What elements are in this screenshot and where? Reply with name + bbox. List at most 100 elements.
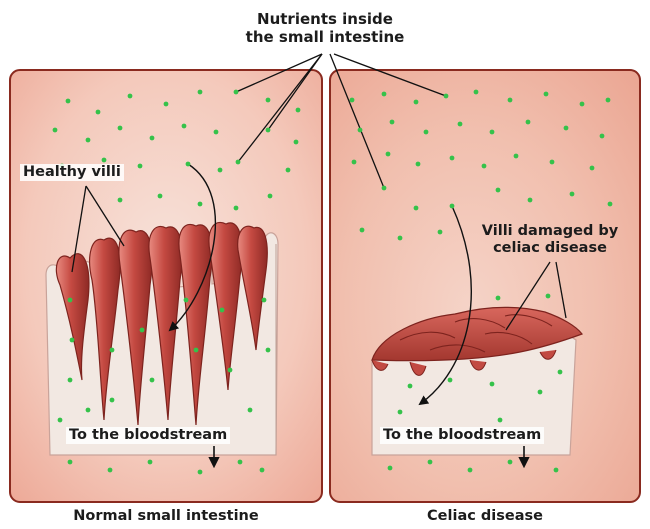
nutrient-dot [150,378,155,383]
nutrient-dot [450,204,455,209]
nutrient-dot [550,160,555,165]
nutrient-dot [234,90,239,95]
nutrient-dot [528,198,533,203]
bloodstream-label-left: To the bloodstream [66,427,230,444]
nutrient-dot [608,202,613,207]
nutrient-dot [260,468,265,473]
nutrient-dot [96,110,101,115]
nutrient-dot [150,136,155,141]
villi-damaged-label: Villi damaged by celiac disease [470,223,630,257]
nutrient-dot [234,206,239,211]
nutrient-dot [544,92,549,97]
nutrient-dot [538,390,543,395]
nutrient-dot [184,298,189,303]
nutrient-dot [238,460,243,465]
nutrient-dot [220,308,225,313]
nutrients-label-line1: Nutrients inside [220,10,430,28]
nutrient-dot [118,198,123,203]
nutrient-dot [482,164,487,169]
nutrient-dot [450,156,455,161]
villi-damaged-label-line2: celiac disease [470,240,630,257]
nutrient-dot [490,382,495,387]
nutrient-dot [496,296,501,301]
nutrient-dot [286,168,291,173]
nutrient-dot [424,130,429,135]
nutrient-dot [468,468,473,473]
nutrient-dot [600,134,605,139]
nutrient-dot [428,460,433,465]
caption-normal: Normal small intestine [10,508,322,525]
nutrient-dot [68,298,73,303]
nutrient-dot [386,152,391,157]
villi-damaged-label-line1: Villi damaged by [470,223,630,240]
nutrient-dot [266,128,271,133]
nutrient-dot [236,160,241,165]
nutrient-dot [382,92,387,97]
nutrient-dot [70,338,75,343]
nutrient-dot [248,408,253,413]
nutrient-dot [490,130,495,135]
nutrient-dot [266,348,271,353]
nutrient-dot [558,370,563,375]
nutrient-dot [606,98,611,103]
nutrient-dot [108,468,113,473]
caption-celiac: Celiac disease [330,508,640,525]
nutrient-dot [102,158,107,163]
nutrient-dot [68,460,73,465]
nutrient-dot [266,98,271,103]
nutrient-dot [416,162,421,167]
nutrient-dot [390,120,395,125]
nutrient-dot [508,98,513,103]
healthy-villi-label: Healthy villi [20,164,124,181]
nutrient-dot [66,99,71,104]
nutrient-dot [496,188,501,193]
nutrient-dot [86,138,91,143]
nutrient-dot [570,192,575,197]
nutrient-dot [546,294,551,299]
nutrient-dot [514,154,519,159]
nutrient-dot [554,468,559,473]
nutrient-dot [214,130,219,135]
nutrient-dot [218,168,223,173]
nutrients-label-line2: the small intestine [220,28,430,46]
nutrient-dot [388,466,393,471]
nutrient-dot [444,94,449,99]
nutrient-dot [148,460,153,465]
nutrient-dot [408,384,413,389]
nutrient-dot [182,124,187,129]
nutrient-dot [58,418,63,423]
nutrient-dot [448,378,453,383]
nutrient-dot [526,120,531,125]
nutrient-dot [294,140,299,145]
nutrient-dot [198,470,203,475]
nutrient-dot [262,298,267,303]
nutrient-dot [128,94,133,99]
nutrient-dot [140,328,145,333]
nutrient-dot [53,128,58,133]
nutrient-dot [296,108,301,113]
nutrient-dot [414,100,419,105]
nutrient-dot [580,102,585,107]
nutrient-dot [360,228,365,233]
nutrient-dot [358,128,363,133]
nutrient-dot [438,230,443,235]
nutrient-dot [414,206,419,211]
nutrient-dot [86,408,91,413]
nutrient-dot [590,166,595,171]
nutrient-dot [474,90,479,95]
nutrients-label: Nutrients inside the small intestine [220,10,430,46]
nutrient-dot [350,98,355,103]
nutrient-dot [508,460,513,465]
nutrient-dot [158,194,163,199]
nutrient-dot [110,398,115,403]
nutrient-dot [186,162,191,167]
bloodstream-label-right: To the bloodstream [380,427,544,444]
nutrient-dot [118,126,123,131]
nutrient-dot [382,186,387,191]
nutrient-dot [68,378,73,383]
nutrient-dot [398,410,403,415]
nutrient-dot [138,164,143,169]
nutrient-dot [164,102,169,107]
